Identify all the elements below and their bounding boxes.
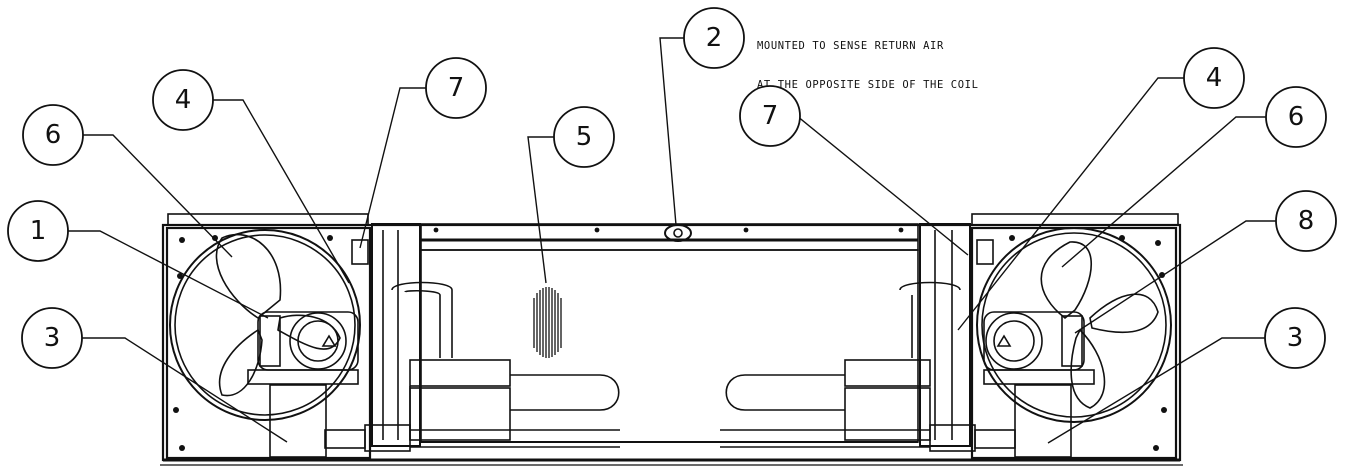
callout-3-right-label: 3: [1287, 323, 1304, 353]
callout-1-label: 1: [30, 216, 47, 246]
right-top-flange: [971, 213, 1179, 226]
left-drier: [409, 359, 511, 387]
right-support-post: [1014, 384, 1072, 458]
callout-6-right-label: 6: [1288, 102, 1305, 132]
left-fan-ring-inner: [174, 234, 356, 416]
left-fan-panel: [165, 226, 372, 460]
left-top-flange: [167, 213, 369, 226]
callout-7-left-label: 7: [448, 73, 465, 103]
left-refrigerant-pipe: [391, 281, 453, 358]
sensor-note-line1: MOUNTED TO SENSE RETURN AIR: [757, 40, 944, 52]
callout-balloon: [1265, 86, 1327, 148]
callout-balloon: [683, 7, 745, 69]
coil-fin-hatch: [533, 287, 562, 358]
callout-2-label: 2: [706, 23, 723, 53]
callout-6-left-label: 6: [45, 120, 62, 150]
right-fan-ring-inner: [981, 232, 1167, 418]
left-fan-blade: [215, 233, 282, 319]
callout-3-left-label: 3: [44, 323, 61, 353]
callout-balloon: [1275, 190, 1337, 252]
fastener-dots: [173, 227, 1167, 451]
right-coil-header: [919, 223, 971, 447]
callout-8-label: 8: [1298, 206, 1315, 236]
callout-balloon: [21, 307, 83, 369]
right-fan-blade: [1089, 293, 1159, 334]
left-coil-header: [371, 223, 421, 447]
callout-balloon: [22, 104, 84, 166]
left-fan-blade: [277, 314, 341, 350]
right-refrigerant-pipe: [899, 281, 961, 358]
callout-4-right-label: 4: [1206, 63, 1223, 93]
right-drier: [844, 359, 931, 387]
left-support-post: [269, 384, 327, 458]
callout-5-label: 5: [576, 122, 593, 152]
center-coil-area: [420, 249, 919, 443]
callout-balloon: [152, 69, 214, 131]
right-pressure-switch: [976, 239, 994, 265]
callout-balloon: [553, 106, 615, 168]
return-air-sensor: [664, 224, 692, 242]
left-fan-blade: [218, 328, 263, 397]
left-pressure-switch: [351, 239, 369, 265]
right-fan-blade: [1040, 241, 1092, 320]
unit-housing: [161, 223, 1182, 462]
callout-balloon: [1183, 47, 1245, 109]
callout-balloon: [425, 57, 487, 119]
callout-balloon: [7, 200, 69, 262]
callout-balloon: [739, 85, 801, 147]
left-motor-body: [257, 311, 359, 371]
right-fan-ring: [976, 227, 1172, 423]
right-line-run: [725, 374, 845, 411]
callout-balloon: [1264, 307, 1326, 369]
callout-4-left-label: 4: [175, 85, 192, 115]
right-fan-blade: [1070, 328, 1106, 409]
callout-balloons: [7, 7, 1337, 369]
right-motor-bracket: [983, 369, 1095, 385]
left-fan-ring: [169, 229, 361, 421]
left-motor-bracket: [247, 369, 359, 385]
callout-7-right-label: 7: [762, 101, 779, 131]
